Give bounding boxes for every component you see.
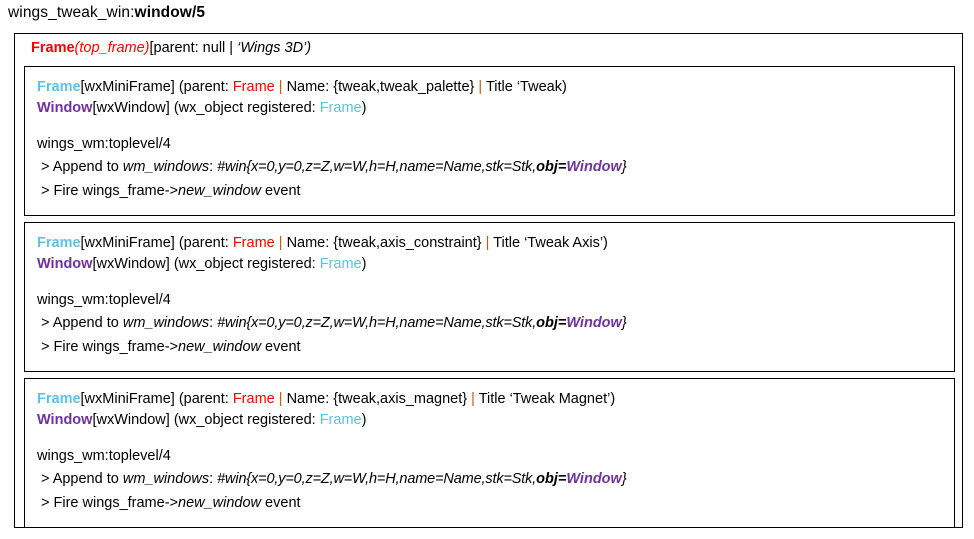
append-prefix: > Append to xyxy=(41,471,123,487)
frame-parent-ref: Frame xyxy=(232,79,275,95)
frame-separator: | xyxy=(274,235,287,251)
window-keyword: Window xyxy=(37,256,93,272)
frame-name-label: Name: {tweak,axis_constraint} xyxy=(286,235,486,251)
frame-name-label: Name: {tweak,axis_magnet} xyxy=(286,391,472,407)
window-keyword: Window xyxy=(37,100,93,116)
fire-prefix: > Fire wings_frame-> xyxy=(41,339,178,355)
top-frame-title: ‘Wings 3D’) xyxy=(237,40,312,56)
frame-declaration-line: Frame[wxMiniFrame] (parent: Frame | Name… xyxy=(37,80,567,95)
frame-keyword: Frame xyxy=(37,79,81,95)
append-colon: : xyxy=(209,159,218,175)
window-block: Frame[wxMiniFrame] (parent: Frame | Name… xyxy=(24,222,955,372)
fire-prefix: > Fire wings_frame-> xyxy=(41,183,178,199)
append-line: > Append to wm_windows: #win{x=0,y=0,z=Z… xyxy=(41,316,627,331)
window-keyword: Window xyxy=(37,412,93,428)
append-close-brace: } xyxy=(621,159,627,175)
fire-event-name: new_window xyxy=(178,183,262,199)
frame-name-label: Name: {tweak,tweak_palette} xyxy=(286,79,479,95)
append-obj-value: Window xyxy=(566,315,622,331)
page-title-prefix: wings_tweak_win: xyxy=(8,4,135,21)
append-obj-key: obj xyxy=(536,159,558,175)
frame-declaration-line: Frame[wxMiniFrame] (parent: Frame | Name… xyxy=(37,392,615,407)
append-prefix: > Append to xyxy=(41,159,123,175)
window-declaration-line: Window[wxWindow] (wx_object registered: … xyxy=(37,257,366,272)
fire-suffix: event xyxy=(261,495,301,511)
append-obj-eq: = xyxy=(557,315,567,331)
frame-parent-ref: Frame xyxy=(232,391,275,407)
window-declaration-line: Window[wxWindow] (wx_object registered: … xyxy=(37,413,366,428)
append-line: > Append to wm_windows: #win{x=0,y=0,z=Z… xyxy=(41,472,627,487)
frame-keyword: Frame xyxy=(37,235,81,251)
window-block: Frame[wxMiniFrame] (parent: Frame | Name… xyxy=(24,378,955,528)
window-close-paren: ) xyxy=(361,100,367,116)
window-close-paren: ) xyxy=(361,412,367,428)
fire-event-line: > Fire wings_frame->new_window event xyxy=(41,184,301,199)
frame-title: Title ‘Tweak) xyxy=(485,79,567,95)
frame-separator-2: | xyxy=(471,391,479,407)
append-obj-eq: = xyxy=(557,471,567,487)
page-title: wings_tweak_win:window/5 xyxy=(8,4,205,22)
fire-event-name: new_window xyxy=(178,339,262,355)
window-registered-ref: Frame xyxy=(319,412,362,428)
frame-separator: | xyxy=(274,391,287,407)
fire-event-line: > Fire wings_frame->new_window event xyxy=(41,340,301,355)
append-target: wm_windows xyxy=(122,159,210,175)
window-registered-ref: Frame xyxy=(319,100,362,116)
frame-parent-ref: Frame xyxy=(232,235,275,251)
window-type: [wxWindow] (wx_object registered: xyxy=(92,412,320,428)
append-obj-key: obj xyxy=(536,315,558,331)
append-close-brace: } xyxy=(621,315,627,331)
frame-type: [wxMiniFrame] (parent: xyxy=(80,235,233,251)
module-line: wings_wm:toplevel/4 xyxy=(37,448,171,464)
frame-title: Title ‘Tweak Magnet’) xyxy=(478,391,616,407)
append-target: wm_windows xyxy=(122,315,210,331)
append-line: > Append to wm_windows: #win{x=0,y=0,z=Z… xyxy=(41,160,627,175)
frame-type: [wxMiniFrame] (parent: xyxy=(80,391,233,407)
append-record: #win{x=0,y=0,z=Z,w=W,h=H,name=Name,stk=S… xyxy=(217,159,537,175)
append-close-brace: } xyxy=(621,471,627,487)
top-frame-container: Frame(top_frame)[parent: null | ‘Wings 3… xyxy=(14,33,963,528)
append-target: wm_windows xyxy=(122,471,210,487)
window-blocks-list: Frame[wxMiniFrame] (parent: Frame | Name… xyxy=(24,66,955,528)
top-frame-header: Frame(top_frame)[parent: null | ‘Wings 3… xyxy=(31,40,311,56)
append-record: #win{x=0,y=0,z=Z,w=W,h=H,name=Name,stk=S… xyxy=(217,315,537,331)
frame-declaration-line: Frame[wxMiniFrame] (parent: Frame | Name… xyxy=(37,236,608,251)
append-obj-value: Window xyxy=(566,159,622,175)
frame-title: Title ‘Tweak Axis’) xyxy=(493,235,608,251)
top-frame-class: Frame xyxy=(31,40,75,56)
window-close-paren: ) xyxy=(361,256,367,272)
append-colon: : xyxy=(209,315,218,331)
window-type: [wxWindow] (wx_object registered: xyxy=(92,100,320,116)
window-block: Frame[wxMiniFrame] (parent: Frame | Name… xyxy=(24,66,955,216)
append-obj-eq: = xyxy=(557,159,567,175)
fire-event-line: > Fire wings_frame->new_window event xyxy=(41,496,301,511)
fire-suffix: event xyxy=(261,183,301,199)
frame-separator-2: | xyxy=(478,79,486,95)
append-prefix: > Append to xyxy=(41,315,123,331)
window-type: [wxWindow] (wx_object registered: xyxy=(92,256,320,272)
frame-keyword: Frame xyxy=(37,391,81,407)
module-line: wings_wm:toplevel/4 xyxy=(37,292,171,308)
append-record: #win{x=0,y=0,z=Z,w=W,h=H,name=Name,stk=S… xyxy=(217,471,537,487)
window-registered-ref: Frame xyxy=(319,256,362,272)
module-line: wings_wm:toplevel/4 xyxy=(37,136,171,152)
top-frame-instance: (top_frame) xyxy=(74,40,150,56)
fire-suffix: event xyxy=(261,339,301,355)
page-title-suffix: window/5 xyxy=(134,4,206,21)
frame-separator-2: | xyxy=(485,235,494,251)
append-colon: : xyxy=(209,471,218,487)
top-frame-parent-detail: [parent: null | xyxy=(149,40,238,56)
window-declaration-line: Window[wxWindow] (wx_object registered: … xyxy=(37,101,366,116)
fire-event-name: new_window xyxy=(178,495,262,511)
fire-prefix: > Fire wings_frame-> xyxy=(41,495,178,511)
append-obj-value: Window xyxy=(566,471,622,487)
frame-type: [wxMiniFrame] (parent: xyxy=(80,79,233,95)
frame-separator: | xyxy=(274,79,287,95)
append-obj-key: obj xyxy=(536,471,558,487)
